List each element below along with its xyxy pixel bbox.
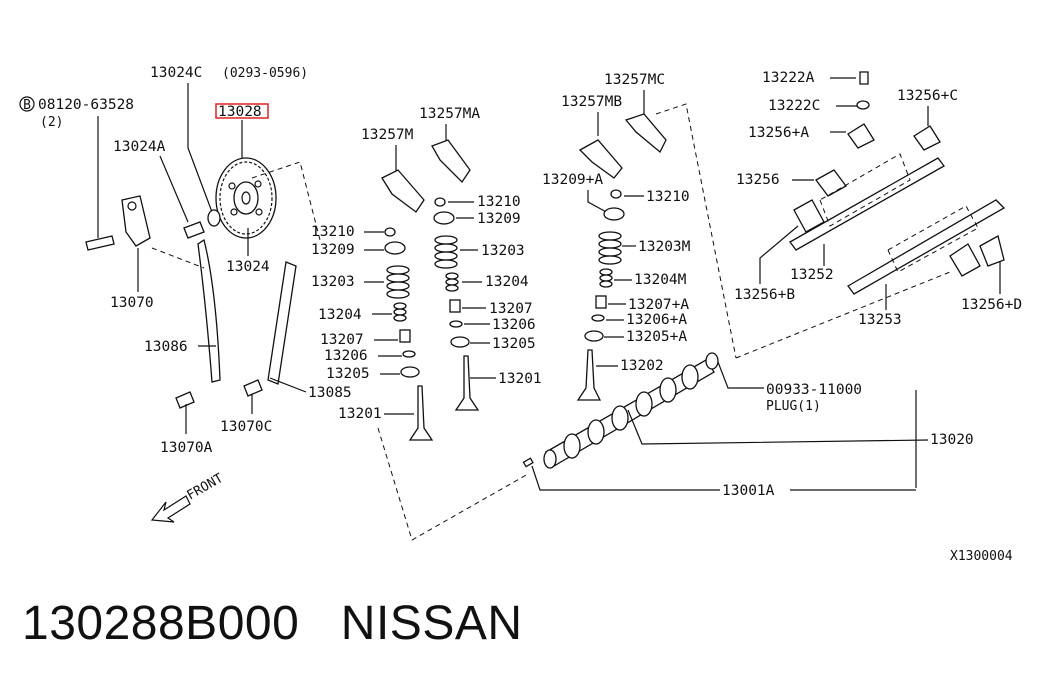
label-13210-e: 13210 <box>646 189 690 205</box>
label-13209-r: 13209 <box>477 211 521 227</box>
label-13222C: 13222C <box>768 98 820 114</box>
label-13086: 13086 <box>144 339 188 355</box>
label-13256D: 13256+D <box>961 297 1022 313</box>
label-13028: 13028 <box>218 104 262 120</box>
label-13070A: 13070A <box>160 440 213 456</box>
label-13204-l: 13204 <box>318 307 362 323</box>
label-13085: 13085 <box>308 385 352 401</box>
label-13253: 13253 <box>858 312 902 328</box>
label-00933: 00933-11000 <box>766 382 862 398</box>
valve-spring-outer-r <box>434 235 458 269</box>
brand-name: NISSAN <box>340 597 523 650</box>
label-13210-l: 13210 <box>311 224 355 240</box>
label-13070C: 13070C <box>220 419 272 435</box>
rocker-shaft-13253 <box>847 199 1006 295</box>
label-13024A: 13024A <box>113 139 166 155</box>
valve-13201-r <box>454 355 480 411</box>
label-13070: 13070 <box>110 295 154 311</box>
valve-spring-outer-l <box>386 265 410 299</box>
rocker-shaft-13252 <box>789 157 945 251</box>
label-13203-l: 13203 <box>311 274 355 290</box>
label-13024C: 13024C <box>150 65 202 81</box>
rocker-arm-13257MA <box>431 139 471 184</box>
label-13203-r: 13203 <box>481 243 525 259</box>
label-13257MA: 13257MA <box>419 106 480 122</box>
rocker-arm-13257MC <box>624 113 667 154</box>
valve-spring-inner-r <box>445 272 459 292</box>
label-13206-r: 13206 <box>492 317 536 333</box>
label-13257MC: 13257MC <box>604 72 665 88</box>
chain-guide-slack <box>197 238 221 383</box>
label-08120-qty: (2) <box>40 115 63 130</box>
label-13024: 13024 <box>226 259 270 275</box>
label-13256A: 13256+A <box>748 125 809 141</box>
camshaft <box>543 352 719 469</box>
label-13204-r: 13204 <box>485 274 529 290</box>
label-13210-r: 13210 <box>477 194 521 210</box>
label-13256: 13256 <box>736 172 780 188</box>
chain-tensioner-bracket <box>85 195 151 251</box>
label-13001A: 13001A <box>722 483 775 499</box>
highlight-box <box>215 103 269 119</box>
label-13204M: 13204M <box>634 272 687 288</box>
label-13257M: 13257M <box>361 127 414 143</box>
label-13222A: 13222A <box>762 70 815 86</box>
figure-id: X1300004 <box>950 549 1013 564</box>
label-13256C: 13256+C <box>897 88 958 104</box>
label-13024C-range: (0293-0596) <box>222 66 308 81</box>
label-13201-l: 13201 <box>338 406 382 422</box>
label-13209A: 13209+A <box>542 172 603 188</box>
label-13020: 13020 <box>930 432 974 448</box>
label-13206-l: 13206 <box>324 348 368 364</box>
label-13203M: 13203M <box>638 239 691 255</box>
label-13256B: 13256+B <box>734 287 795 303</box>
label-13201-r: 13201 <box>498 371 542 387</box>
label-13205-r: 13205 <box>492 336 536 352</box>
label-front: FRONT <box>185 471 227 504</box>
label-08120: 08120-63528 <box>38 97 134 113</box>
label-13205-l: 13205 <box>326 366 370 382</box>
label-13209-l: 13209 <box>311 242 355 258</box>
label-13207A: 13207+A <box>628 297 689 313</box>
cam-sprocket <box>215 157 277 239</box>
label-13257MB: 13257MB <box>561 94 622 110</box>
rocker-arm-13257M <box>381 169 425 213</box>
label-13207-l: 13207 <box>320 332 364 348</box>
bolt-symbol-icon: B <box>19 96 35 113</box>
valve-spring-inner-l <box>393 302 407 322</box>
front-arrow-icon <box>150 495 191 523</box>
label-13252: 13252 <box>790 267 834 283</box>
label-13207-r: 13207 <box>489 301 533 317</box>
valve-13201-l <box>408 385 434 441</box>
valve-spring-inner-e <box>599 268 613 288</box>
chain-guide-tension <box>267 261 297 385</box>
label-plug: PLUG(1) <box>766 399 821 414</box>
label-13205A: 13205+A <box>626 329 687 345</box>
part-caption: 130288B000 NISSAN <box>22 596 523 651</box>
valve-spring-outer-e <box>598 231 622 265</box>
label-13206A: 13206+A <box>626 312 687 328</box>
rocker-arm-13257MB <box>578 139 623 179</box>
part-number: 130288B000 <box>22 597 300 650</box>
valve-13202 <box>576 349 602 401</box>
bolt-symbol-letter: B <box>23 98 31 113</box>
label-13202: 13202 <box>620 358 664 374</box>
